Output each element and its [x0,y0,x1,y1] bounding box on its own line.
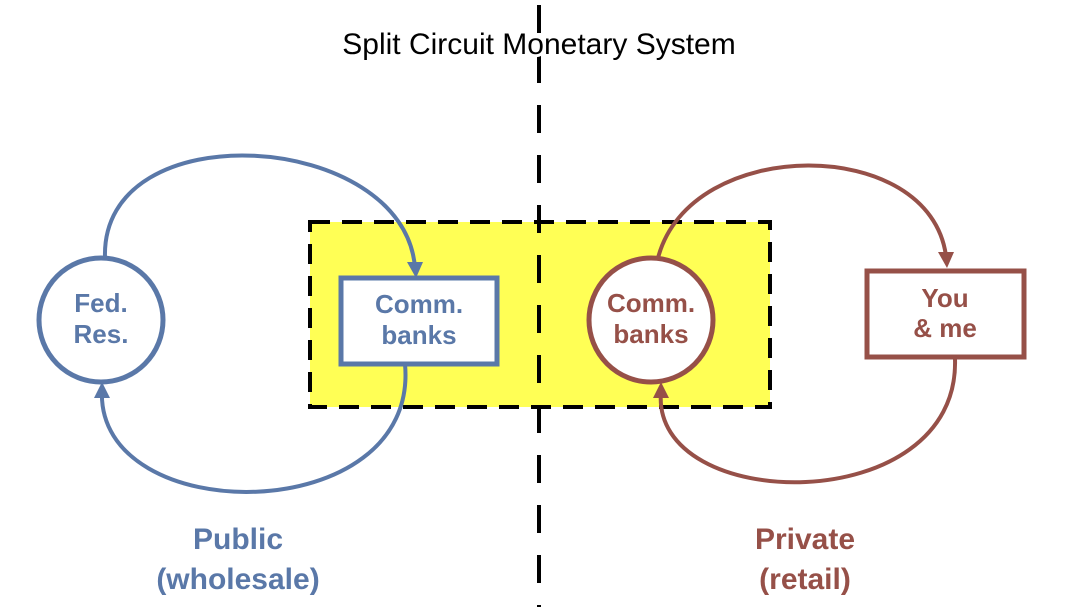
public-flow-arrow-banks-to-fed [99,363,408,494]
you-and-me-node [864,268,1027,360]
public-section-label-line2: (wholesale) [156,563,319,596]
public-arrowhead-to-fed [94,382,110,398]
private-flow-arrow-banks-to-you [656,163,948,259]
private-comm-banks-label-line2: banks [613,319,688,349]
public-flow-arrow-fed-to-banks [102,153,417,269]
public-section-label-line1: Public [193,523,283,556]
public-comm-banks-label-line2: banks [381,320,456,350]
private-section-label-line2: (retail) [759,563,851,596]
private-flow-arrow-you-to-banks [658,358,958,485]
private-section-label-line1: Private [755,523,855,556]
fed-reserve-label-line1: Fed. [74,288,127,318]
fed-reserve-node [36,255,166,385]
public-arrowhead-to-banks [407,262,423,278]
diagram-title: Split Circuit Monetary System [342,28,735,61]
public-comm-banks-label-line1: Comm. [375,289,463,319]
private-comm-banks-node [586,255,716,385]
you-and-me-label-line1: You [921,283,968,313]
private-arrowhead-to-you [938,252,954,268]
fed-reserve-label-line2: Res. [74,319,129,349]
public-comm-banks-node [338,275,500,367]
private-comm-banks-label-line1: Comm. [607,288,695,318]
private-arrowhead-to-banks [653,382,669,398]
you-and-me-label-line2: & me [913,313,977,343]
